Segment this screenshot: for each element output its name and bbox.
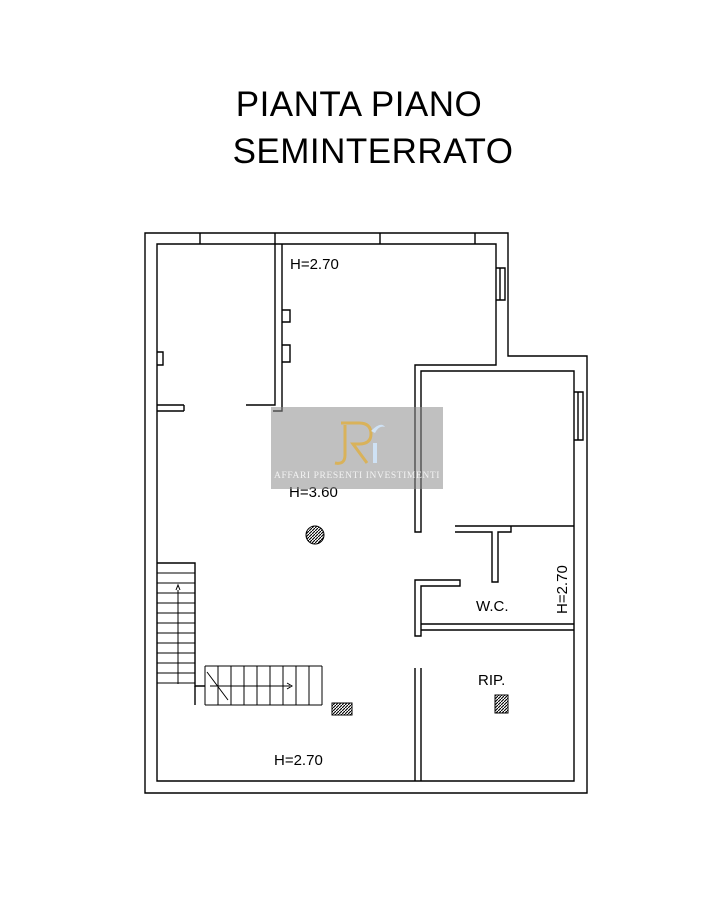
window-marks-top	[199, 233, 476, 244]
wc-wall-left	[414, 579, 461, 637]
watermark-logo-icon	[334, 421, 385, 465]
column-round	[305, 525, 325, 545]
wc-wall-bottom	[421, 623, 574, 631]
label-height-bottom: H=2.70	[274, 752, 323, 769]
stair-outline	[157, 562, 205, 687]
rip-shaft	[494, 694, 509, 714]
window-right	[574, 391, 584, 441]
stair-treads-horizontal	[204, 665, 323, 706]
label-wc: W.C.	[476, 598, 509, 615]
door-stub-left	[157, 404, 185, 412]
plan-title-line-1: PIANTA PIANO	[235, 85, 483, 124]
plan-title-line-2: SEMINTERRATO	[232, 132, 514, 171]
rip-wall-left	[414, 668, 422, 781]
stair-treads-vertical	[157, 572, 195, 684]
watermark: AFFARI PRESENTI INVESTIMENTI	[271, 407, 443, 489]
label-height-wc: H=2.70	[554, 565, 571, 614]
column-left	[157, 351, 164, 366]
floor-drain	[331, 702, 353, 716]
wc-wall-top	[455, 525, 574, 583]
window-right-top	[496, 267, 506, 301]
walls	[144, 232, 588, 794]
partition-left-room	[246, 244, 276, 406]
watermark-company: AFFARI PRESENTI INVESTIMENTI	[274, 471, 440, 481]
outer-wall	[144, 232, 588, 794]
pilasters	[282, 309, 291, 363]
label-rip: RIP.	[478, 672, 505, 689]
inner-wall	[156, 243, 575, 782]
label-height-top: H=2.70	[290, 256, 339, 273]
